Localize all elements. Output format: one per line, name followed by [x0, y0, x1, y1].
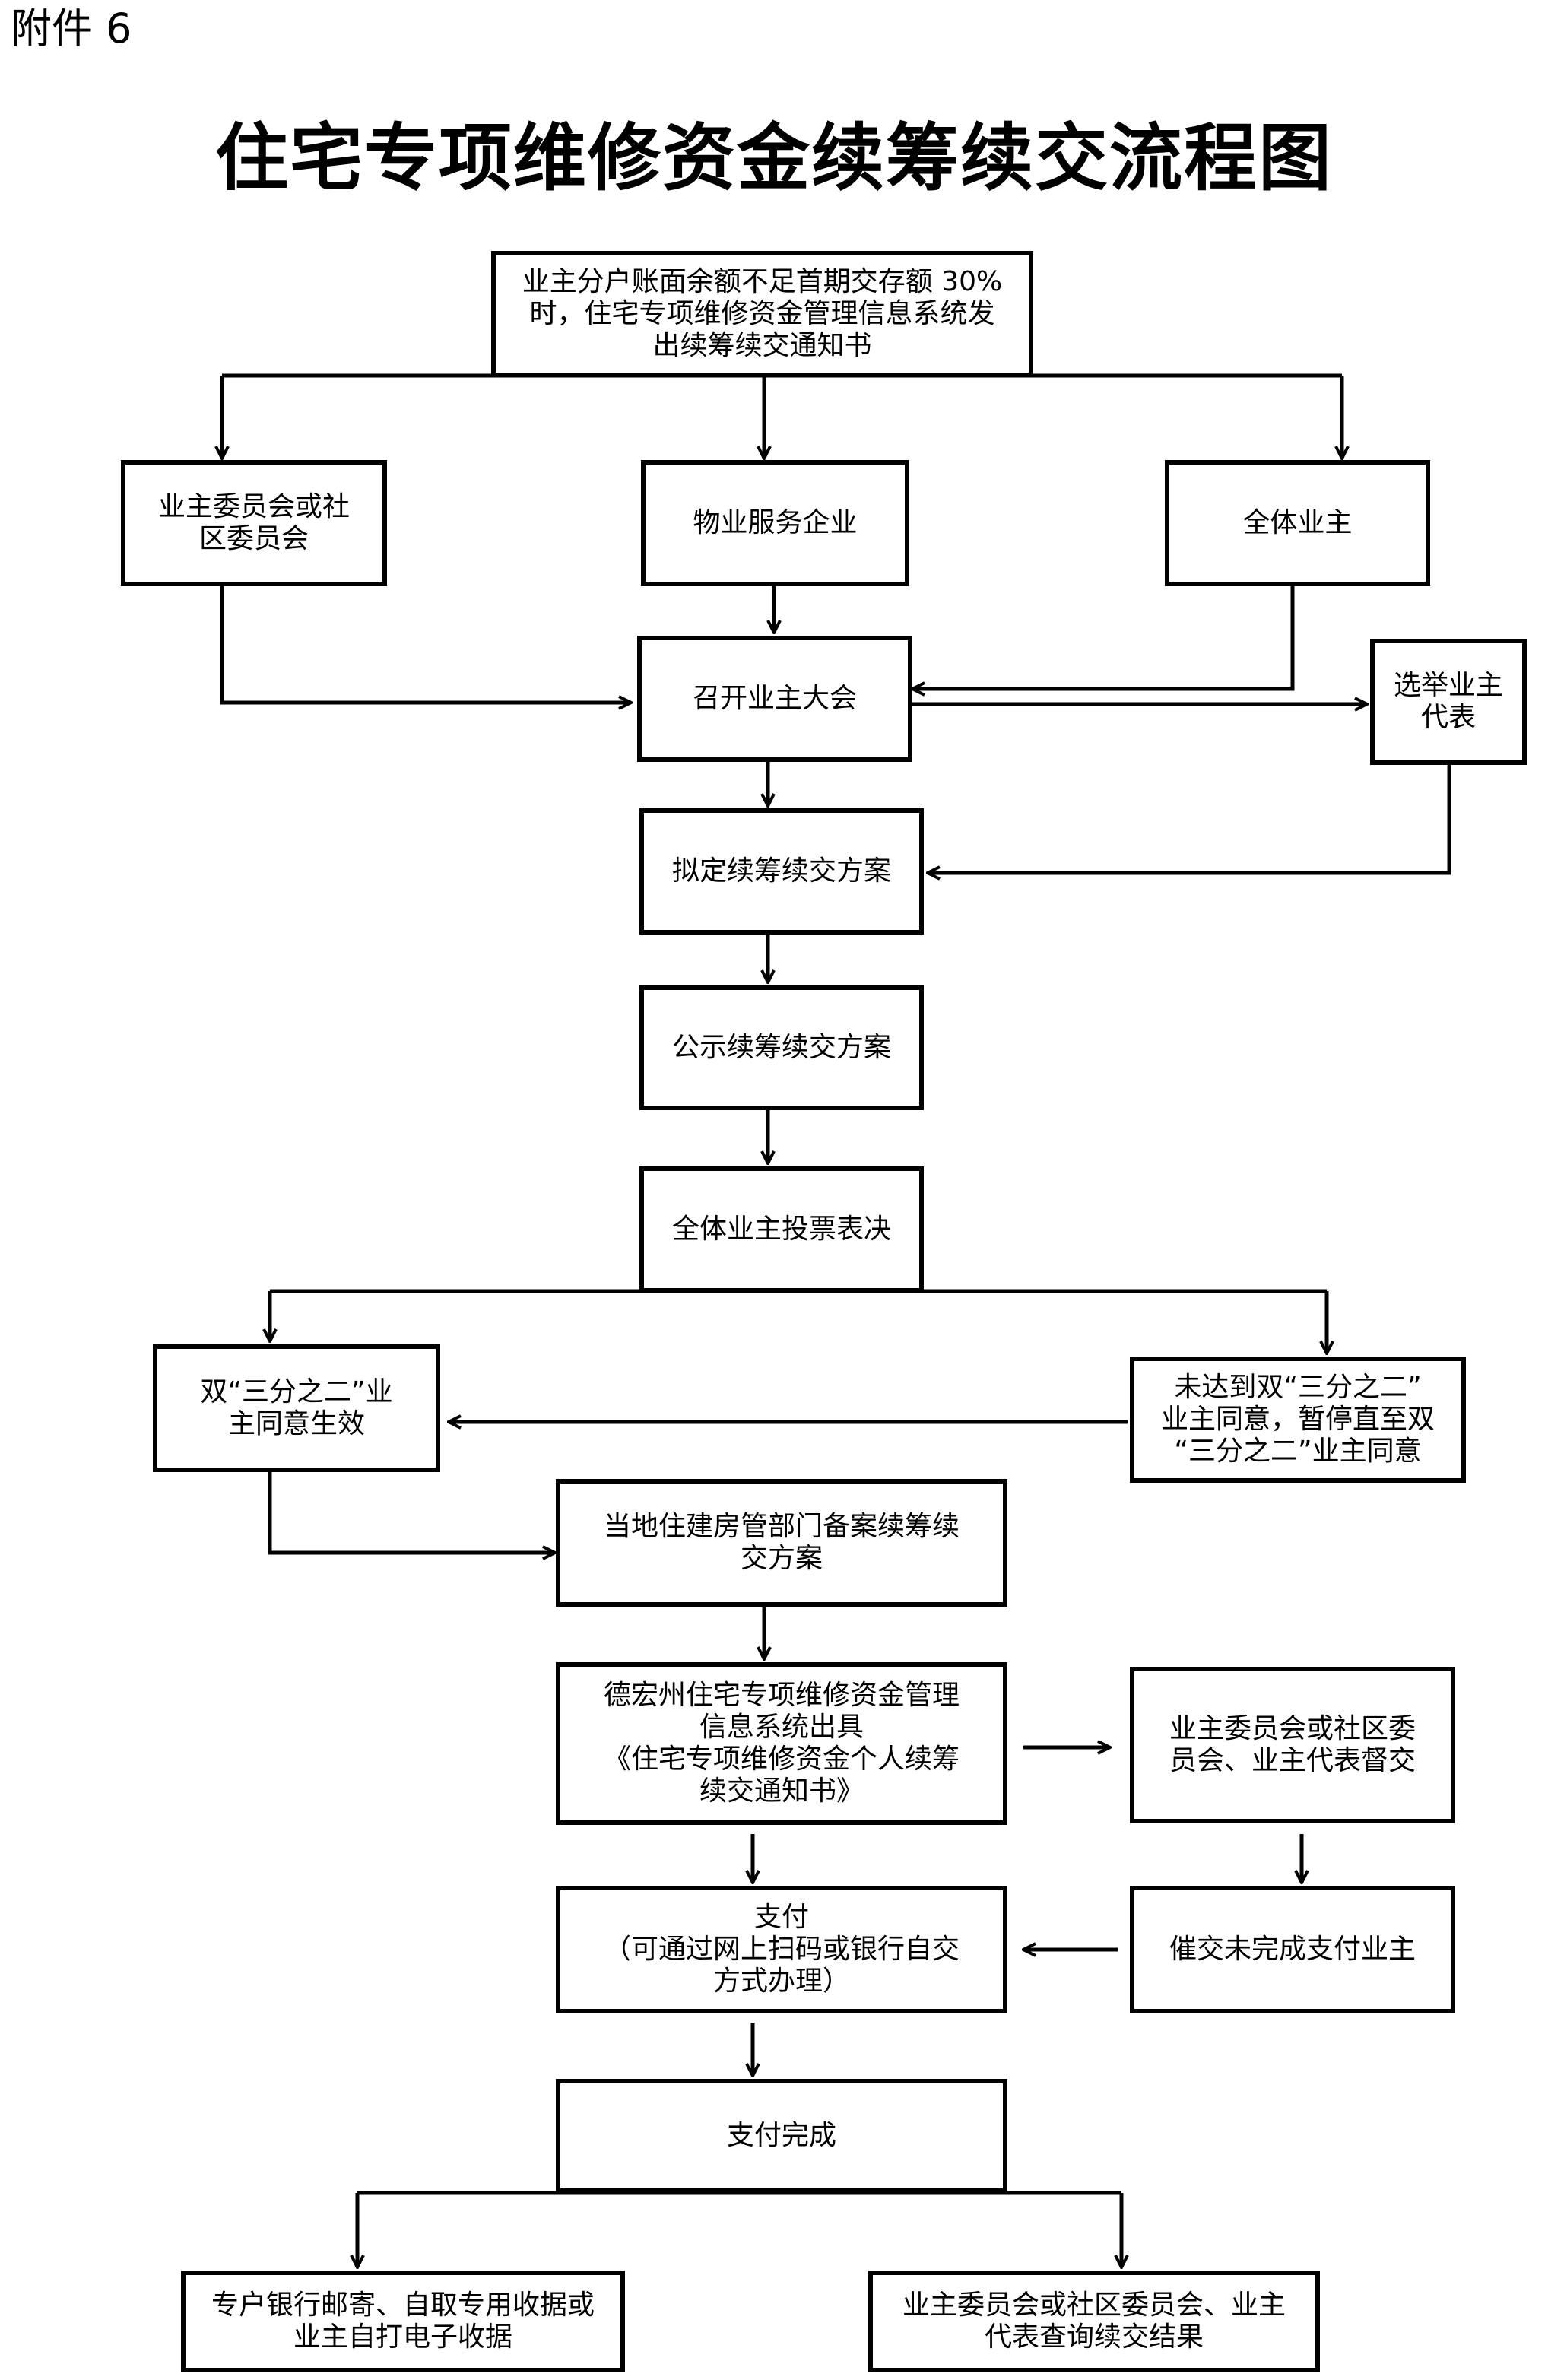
publicize-plan-box: 公示续筹续交方案	[639, 985, 924, 1110]
start-notice-box: 业主分户账面余额不足首期交存额 30% 时，住宅专项维修资金管理信息系统发 出续…	[491, 251, 1033, 377]
payment-text: 支付 （可通过网上扫码或银行自交 方式办理）	[603, 1902, 960, 1997]
arrow-committee-meeting	[220, 585, 631, 703]
issue-notice-box: 德宏州住宅专项维修资金管理 信息系统出具 《住宅专项维修资金个人续筹 续交通知书…	[556, 1662, 1007, 1825]
all-owners-text: 全体业主	[1242, 507, 1353, 538]
general-meeting-text: 召开业主大会	[692, 683, 857, 714]
start-notice-text: 业主分户账面余额不足首期交存额 30% 时，住宅专项维修资金管理信息系统发 出续…	[522, 266, 1003, 361]
arrow-pass-filing	[268, 1472, 555, 1553]
attachment-label: 附件 6	[11, 5, 132, 52]
two-thirds-pass-box: 双“三分之二”业 主同意生效	[153, 1344, 440, 1472]
elect-reps-box: 选举业主 代表	[1370, 639, 1527, 765]
all-owners-box: 全体业主	[1165, 460, 1430, 586]
query-result-text: 业主委员会或社区委员会、业主 代表查询续交结果	[902, 2290, 1286, 2353]
committee-text: 业主委员会或社 区委员会	[157, 491, 350, 554]
payment-box: 支付 （可通过网上扫码或银行自交 方式办理）	[556, 1886, 1007, 2013]
query-result-box: 业主委员会或社区委员会、业主 代表查询续交结果	[868, 2271, 1320, 2372]
committee-box: 业主委员会或社 区委员会	[121, 460, 387, 586]
issue-notice-text: 德宏州住宅专项维修资金管理 信息系统出具 《住宅专项维修资金个人续筹 续交通知书…	[603, 1680, 960, 1807]
general-meeting-box: 召开业主大会	[637, 636, 912, 762]
payment-done-text: 支付完成	[726, 2120, 836, 2151]
receipt-box: 专户银行邮寄、自取专用收据或 业主自打电子收据	[181, 2271, 625, 2372]
property-company-text: 物业服务企业	[693, 507, 858, 538]
vote-text: 全体业主投票表决	[671, 1214, 891, 1245]
urge-box: 催交未完成支付业主	[1130, 1886, 1455, 2013]
not-reached-box: 未达到双“三分之二” 业主同意，暂停直至双 “三分之二”业主同意	[1130, 1357, 1466, 1483]
supervise-box: 业主委员会或社区委 员会、业主代表督交	[1130, 1667, 1455, 1823]
draft-plan-text: 拟定续筹续交方案	[671, 855, 891, 887]
filing-box: 当地住建房管部门备案续筹续 交方案	[556, 1479, 1007, 1607]
property-company-box: 物业服务企业	[641, 460, 909, 586]
supervise-text: 业主委员会或社区委 员会、业主代表督交	[1169, 1713, 1416, 1776]
vote-box: 全体业主投票表决	[639, 1166, 924, 1293]
receipt-text: 专户银行邮寄、自取专用收据或 业主自打电子收据	[211, 2290, 595, 2353]
draft-plan-box: 拟定续筹续交方案	[639, 808, 924, 935]
elect-reps-text: 选举业主 代表	[1393, 670, 1503, 733]
payment-done-box: 支付完成	[556, 2079, 1007, 2193]
publicize-plan-text: 公示续筹续交方案	[671, 1032, 891, 1063]
two-thirds-pass-text: 双“三分之二”业 主同意生效	[200, 1376, 393, 1439]
arrow-reps-draft	[928, 763, 1451, 873]
not-reached-text: 未达到双“三分之二” 业主同意，暂停直至双 “三分之二”业主同意	[1160, 1372, 1435, 1467]
filing-text: 当地住建房管部门备案续筹续 交方案	[603, 1511, 960, 1574]
page-title: 住宅专项维修资金续筹续交流程图	[215, 116, 1333, 201]
arrow-owners-meeting	[912, 585, 1295, 689]
urge-text: 催交未完成支付业主	[1169, 1934, 1416, 1965]
